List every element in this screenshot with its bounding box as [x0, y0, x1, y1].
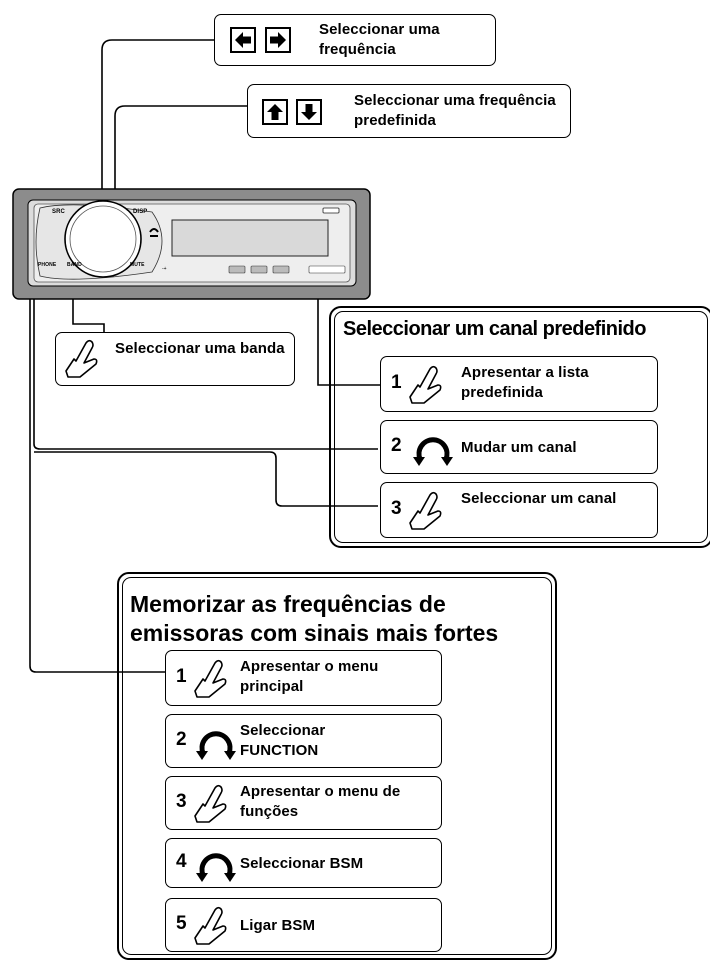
press-hand-icon — [194, 659, 227, 698]
svg-text:-+: -+ — [162, 266, 167, 272]
press-hand-icon — [409, 491, 442, 530]
bsm-title: Memorizar as frequências de emissoras co… — [130, 591, 499, 646]
preset-step-1: 1 Apresentar a lista predefinida — [380, 356, 658, 412]
bsm-step-3: 3 Apresentar o menu de funções — [165, 776, 442, 830]
preset-step-3: 3 Seleccionar um canal — [380, 482, 658, 538]
left-arrow-key — [230, 27, 256, 53]
step-number: 3 — [391, 498, 402, 519]
right-arrow-key — [265, 27, 291, 53]
preset-step-3-label: Seleccionar um canal — [461, 490, 617, 507]
step-number: 2 — [391, 435, 402, 456]
device-label-mute: MUTE — [130, 262, 145, 268]
device-label-src: SRC — [52, 209, 65, 215]
up-arrow-icon — [267, 104, 283, 120]
step-number: 1 — [176, 666, 187, 687]
callout-band: Seleccionar uma banda — [55, 332, 295, 386]
preset-channel-panel — [329, 306, 710, 548]
bsm-step-1-label: Apresentar o menu principal — [240, 658, 379, 695]
right-arrow-icon — [270, 32, 286, 48]
callout-preset-frequency-label: Seleccionar uma frequência predefinida — [354, 92, 556, 129]
up-arrow-key — [262, 99, 288, 125]
preset-step-2: 2 Mudar um canal — [380, 420, 658, 474]
callout-frequency: Seleccionar uma frequência — [214, 14, 496, 66]
bsm-step-3-label: Apresentar o menu de funções — [240, 783, 401, 820]
bsm-step-5-label: Ligar BSM — [240, 917, 316, 934]
rotate-dial-icon — [196, 731, 236, 760]
down-arrow-icon — [301, 104, 317, 120]
rotate-dial-icon — [196, 853, 236, 882]
preset-step-1-label: Apresentar a lista predefinida — [461, 364, 589, 401]
car-stereo-unit: -+ — [12, 188, 371, 300]
press-hand-icon — [409, 365, 442, 404]
callout-preset-frequency: Seleccionar uma frequência predefinida — [247, 84, 571, 138]
step-number: 4 — [176, 851, 187, 872]
press-hand-icon — [65, 339, 98, 378]
bsm-panel — [117, 572, 557, 960]
preset-channel-panel-inner — [334, 311, 708, 543]
step-number: 5 — [176, 913, 187, 934]
preset-step-2-label: Mudar um canal — [461, 439, 577, 456]
bsm-step-4-label: Seleccionar BSM — [240, 855, 364, 872]
callout-frequency-label: Seleccionar uma frequência — [319, 21, 440, 58]
left-arrow-icon — [235, 32, 251, 48]
bsm-step-4: 4 Seleccionar BSM — [165, 838, 442, 888]
bsm-step-2: 2 Seleccionar FUNCTION — [165, 714, 442, 768]
device-label-phone: PHONE — [38, 262, 57, 268]
press-hand-icon — [194, 906, 227, 945]
bsm-step-1: 1 Apresentar o menu principal — [165, 650, 442, 706]
callout-band-label: Seleccionar uma banda — [115, 340, 285, 357]
rotate-dial-icon — [413, 437, 453, 466]
bsm-panel-inner — [122, 577, 552, 955]
press-hand-icon — [194, 784, 227, 823]
bsm-step-2-label: Seleccionar FUNCTION — [240, 722, 326, 759]
step-number: 3 — [176, 791, 187, 812]
preset-channel-title: Seleccionar um canal predefinido — [343, 318, 646, 340]
down-arrow-key — [296, 99, 322, 125]
step-number: 2 — [176, 729, 187, 750]
step-number: 1 — [391, 372, 402, 393]
bsm-step-5: 5 Ligar BSM — [165, 898, 442, 952]
device-label-disp: DISP — [133, 209, 148, 215]
device-label-band: BAND — [67, 262, 82, 268]
